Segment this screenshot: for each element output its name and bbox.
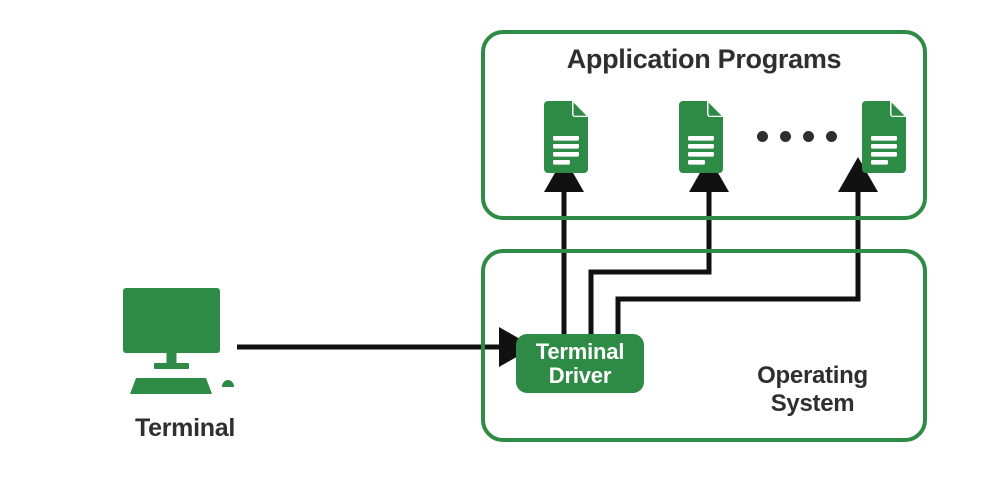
- ellipsis-dot: [803, 130, 814, 142]
- terminal-driver-label: Terminal Driver: [535, 338, 625, 388]
- application-program-1[interactable]: [544, 101, 588, 173]
- application-program-2[interactable]: [679, 101, 723, 173]
- ellipsis-dot: [826, 130, 837, 142]
- ellipsis-dots-icon: [757, 130, 837, 142]
- application-program-3[interactable]: [862, 101, 906, 173]
- document-icon: [544, 101, 588, 173]
- terminal-label: Terminal: [135, 414, 235, 442]
- ellipsis-dot: [757, 130, 768, 142]
- ellipsis-dot: [780, 130, 791, 142]
- operating-system-title: Operating System: [757, 362, 868, 417]
- terminal-driver-node[interactable]: Terminal Driver: [516, 334, 644, 393]
- document-icon: [679, 101, 723, 173]
- application-programs-title: Application Programs: [566, 44, 842, 74]
- application-programs-box: [481, 30, 927, 220]
- operating-system-box: [481, 249, 927, 442]
- terminal-monitor-icon[interactable]: [118, 288, 238, 396]
- document-icon: [862, 101, 906, 173]
